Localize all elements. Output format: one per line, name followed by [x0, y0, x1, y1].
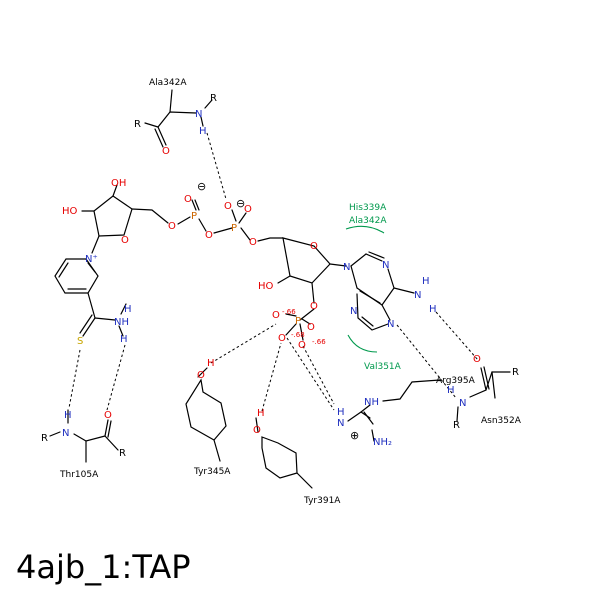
atom-r-ala2: R: [210, 93, 217, 104]
atom-o-p3-a: O: [272, 310, 280, 321]
atom-oh-top: OH: [111, 178, 126, 189]
hydrophobic-his339: His339A: [349, 203, 387, 213]
residue-ala342-top: Ala342A: [149, 78, 187, 88]
hbond-tyr391: [261, 342, 282, 412]
atom-o-p3-d: O: [298, 340, 306, 351]
hbond-arg395-b: [302, 345, 335, 405]
partial-charge-3: -.66: [312, 338, 326, 346]
hbond-asn352-n: [396, 324, 457, 399]
atom-o-p2-up: O: [224, 201, 232, 212]
atom-h-ala: H: [199, 126, 207, 137]
atom-h-arg: H: [337, 407, 345, 418]
atom-n-asn: N: [459, 398, 466, 409]
atom-n-ala: N: [195, 109, 202, 120]
charge-plus-arg: ⊕: [350, 429, 359, 442]
hbond-thr105-o: [106, 344, 126, 411]
atom-nh2-arg: NH₂: [373, 437, 392, 448]
hydrogen-bonds: [68, 132, 479, 412]
atom-h6b: H: [429, 304, 437, 315]
atom-r-asn: R: [512, 367, 519, 378]
atom-o-ring1: O: [121, 235, 129, 246]
hbond-thr105-s: [68, 349, 81, 409]
residue-labels: Ala342A Thr105A Tyr345A Tyr391A Arg395A …: [59, 78, 522, 506]
atom-h-tyr345: H: [207, 358, 215, 369]
atom-o-asn: O: [473, 354, 481, 365]
charge-minus-2: ⊖: [236, 197, 245, 210]
atom-o-p3-b: O: [307, 322, 315, 333]
atom-h-thr: H: [64, 410, 72, 421]
atom-o-p1-up: O: [184, 194, 192, 205]
atom-s: S: [77, 336, 83, 347]
hbond-ala342-o: [206, 132, 227, 200]
atom-r-ala: R: [134, 119, 141, 130]
atom-n3: N: [350, 306, 357, 317]
atom-nplus: N⁺: [85, 254, 98, 265]
hydrophobic-arcs: [345, 225, 385, 353]
hbond-arg395-a: [286, 337, 335, 411]
atom-labels: R N R H O OH HO O O P O O P O O O ⊖ ⊖ O …: [41, 93, 519, 459]
atom-r-thr2: R: [119, 448, 126, 459]
atom-o-thr: O: [104, 410, 112, 421]
arc-his339-ala342: [345, 225, 385, 234]
partial-charge-1: -.66: [282, 308, 296, 316]
atom-n6: N: [414, 290, 421, 301]
atom-ho-left: HO: [62, 206, 78, 217]
atom-h-amide1: H: [124, 304, 132, 315]
arc-val351: [347, 334, 378, 353]
atom-n-arg: N: [337, 418, 344, 429]
residue-arg395: Arg395A: [436, 376, 476, 386]
partial-charge-2: -.68: [291, 331, 305, 339]
atom-h-asn: H: [447, 385, 455, 396]
atom-o-tyr391: O: [253, 425, 261, 436]
atom-n7: N: [382, 260, 389, 271]
atom-o-ala: O: [162, 146, 170, 157]
residue-tyr345: Tyr345A: [193, 467, 231, 477]
atom-h-amide2: H: [120, 334, 128, 345]
atom-o-bridge: O: [205, 230, 213, 241]
atom-r-asn2: R: [453, 420, 460, 431]
atom-n1: N: [387, 319, 394, 330]
hydrophobic-ala342: Ala342A: [349, 216, 387, 226]
atom-p3: P: [295, 316, 301, 327]
ligand-title: 4ajb_1:TAP: [16, 548, 191, 586]
atom-o-p2-right: O: [244, 204, 252, 215]
atom-o-tyr345: O: [197, 370, 205, 381]
atom-h6a: H: [422, 276, 430, 287]
atom-o-p3-c: O: [278, 333, 286, 344]
atom-h-tyr391: H: [257, 408, 265, 419]
hydrophobic-val351: Val351A: [364, 362, 402, 372]
atom-n-thr: N: [62, 428, 69, 439]
charge-minus-1: ⊖: [197, 180, 206, 193]
residue-asn352: Asn352A: [481, 416, 522, 426]
atom-r-thr: R: [41, 433, 48, 444]
atom-nh-arg: NH: [364, 397, 379, 408]
residue-thr105: Thr105A: [59, 470, 99, 480]
atom-o-link1: O: [168, 221, 176, 232]
atom-p1: P: [191, 211, 197, 222]
atom-n9: N: [343, 262, 350, 273]
residue-tyr391: Tyr391A: [303, 496, 341, 506]
hbond-asn352-o: [435, 311, 479, 361]
atom-p2: P: [231, 223, 237, 234]
atom-n-amide: NH: [114, 317, 129, 328]
ligand-bonds: [49, 89, 511, 489]
atom-o-link2: O: [249, 237, 257, 248]
atom-ho-ribose2: HO: [258, 281, 274, 292]
atom-o-3prime: O: [310, 301, 318, 312]
hbond-tyr345: [210, 323, 277, 364]
atom-o-ring2: O: [310, 241, 318, 252]
